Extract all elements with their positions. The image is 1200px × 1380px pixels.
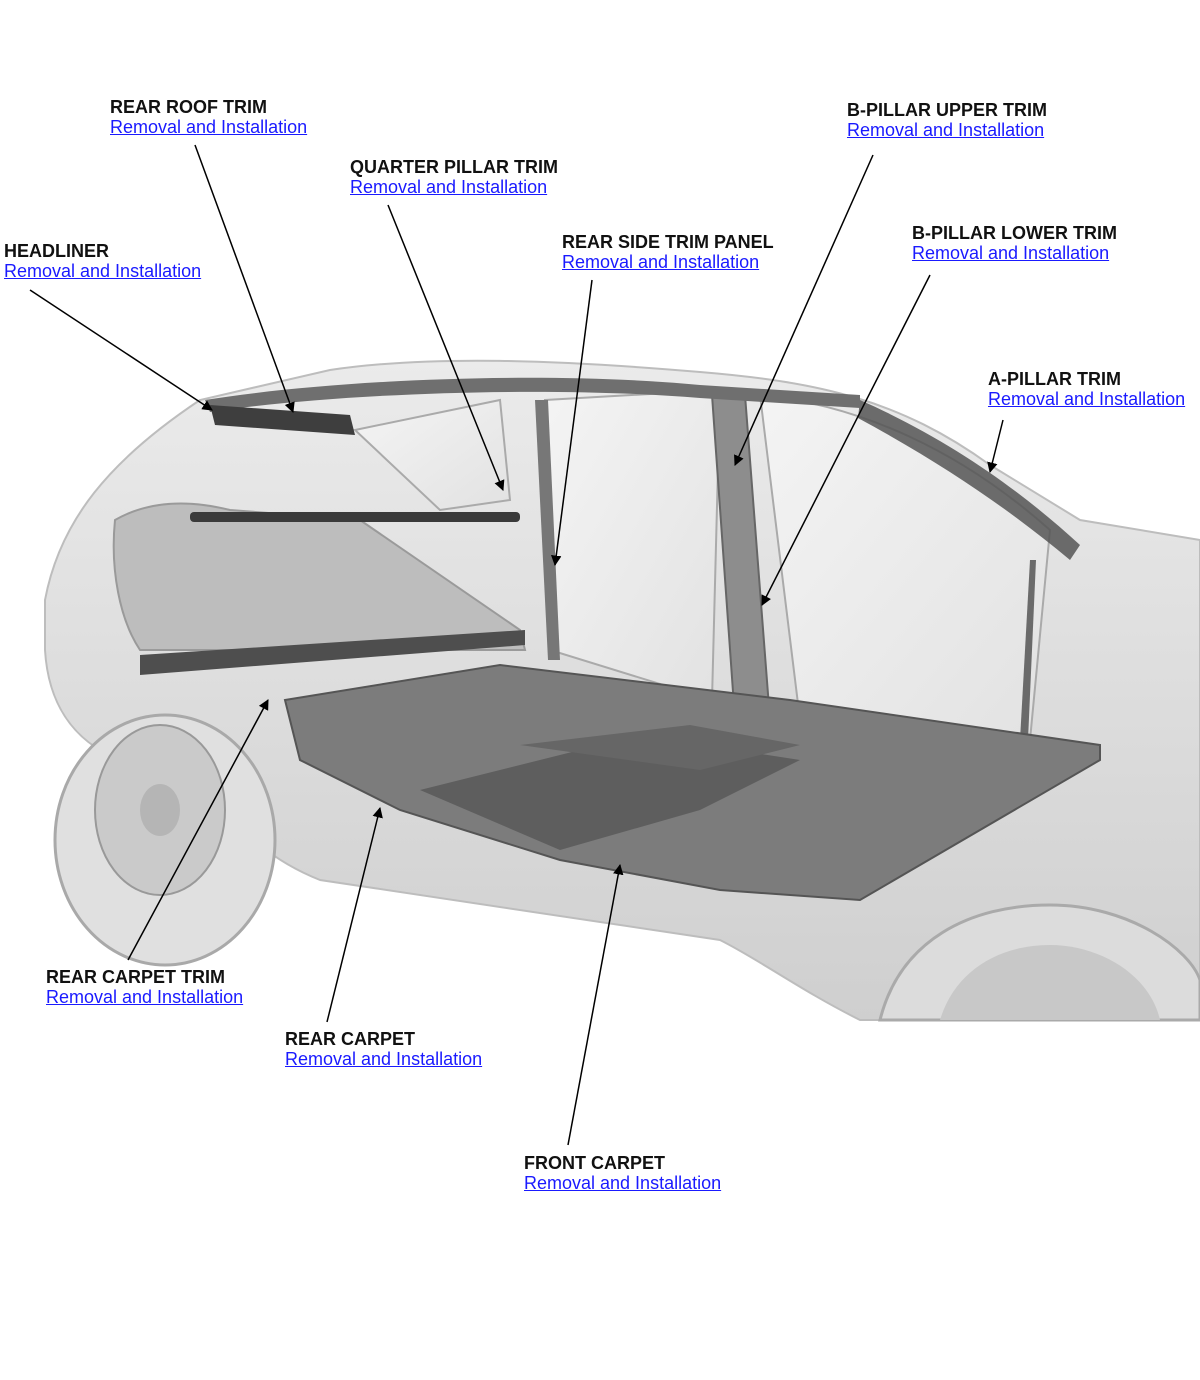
removal-installation-link[interactable]: Removal and Installation — [988, 389, 1186, 409]
callout-title: REAR CARPET — [285, 1029, 416, 1049]
callout-rear-carpet: REAR CARPET Removal and Installation — [285, 1029, 482, 1069]
leader-b-pillar-lower-trim — [761, 274, 931, 606]
callout-title: A-PILLAR TRIM — [988, 369, 1121, 389]
leader-rear-carpet — [326, 806, 383, 1023]
callout-quarter-pillar-trim: QUARTER PILLAR TRIM Removal and Installa… — [350, 157, 558, 197]
removal-installation-link[interactable]: Removal and Installation — [4, 261, 202, 281]
removal-installation-link[interactable]: Removal and Installation — [46, 987, 244, 1007]
callout-rear-side-trim-panel: REAR SIDE TRIM PANEL Removal and Install… — [562, 232, 774, 272]
callout-title: REAR CARPET TRIM — [46, 967, 225, 987]
leader-b-pillar-upper-trim — [734, 154, 874, 466]
callout-title: FRONT CARPET — [524, 1153, 665, 1173]
callout-rear-roof-trim: REAR ROOF TRIM Removal and Installation — [110, 97, 307, 137]
callout-b-pillar-upper-trim: B-PILLAR UPPER TRIM Removal and Installa… — [847, 100, 1047, 140]
removal-installation-link[interactable]: Removal and Installation — [350, 177, 548, 197]
removal-installation-link[interactable]: Removal and Installation — [110, 117, 308, 137]
leader-quarter-pillar-trim — [387, 204, 505, 491]
vehicle-body — [44, 359, 1200, 1022]
removal-installation-link[interactable]: Removal and Installation — [524, 1173, 722, 1193]
callout-headliner: HEADLINER Removal and Installation — [4, 241, 201, 281]
callout-rear-carpet-trim: REAR CARPET TRIM Removal and Installatio… — [46, 967, 243, 1007]
callout-title: HEADLINER — [4, 241, 110, 261]
removal-installation-link[interactable]: Removal and Installation — [285, 1049, 483, 1069]
callout-title: QUARTER PILLAR TRIM — [350, 157, 558, 177]
callout-title: B-PILLAR UPPER TRIM — [847, 100, 1047, 120]
removal-installation-link[interactable]: Removal and Installation — [562, 252, 760, 272]
callout-title: B-PILLAR LOWER TRIM — [912, 223, 1117, 243]
leader-rear-roof-trim — [194, 144, 295, 413]
leader-rear-carpet-trim — [127, 699, 269, 961]
removal-installation-link[interactable]: Removal and Installation — [847, 120, 1045, 140]
callout-front-carpet: FRONT CARPET Removal and Installation — [524, 1153, 721, 1193]
leader-lines — [29, 144, 1004, 1146]
callout-title: REAR ROOF TRIM — [110, 97, 267, 117]
leader-a-pillar-trim — [987, 419, 1004, 474]
removal-installation-link[interactable]: Removal and Installation — [912, 243, 1110, 263]
callout-a-pillar-trim: A-PILLAR TRIM Removal and Installation — [988, 369, 1185, 409]
leader-headliner — [29, 289, 213, 411]
callout-b-pillar-lower-trim: B-PILLAR LOWER TRIM Removal and Installa… — [912, 223, 1117, 263]
callout-title: REAR SIDE TRIM PANEL — [562, 232, 774, 252]
leader-rear-side-trim-panel — [551, 279, 593, 567]
leader-front-carpet — [567, 863, 624, 1146]
